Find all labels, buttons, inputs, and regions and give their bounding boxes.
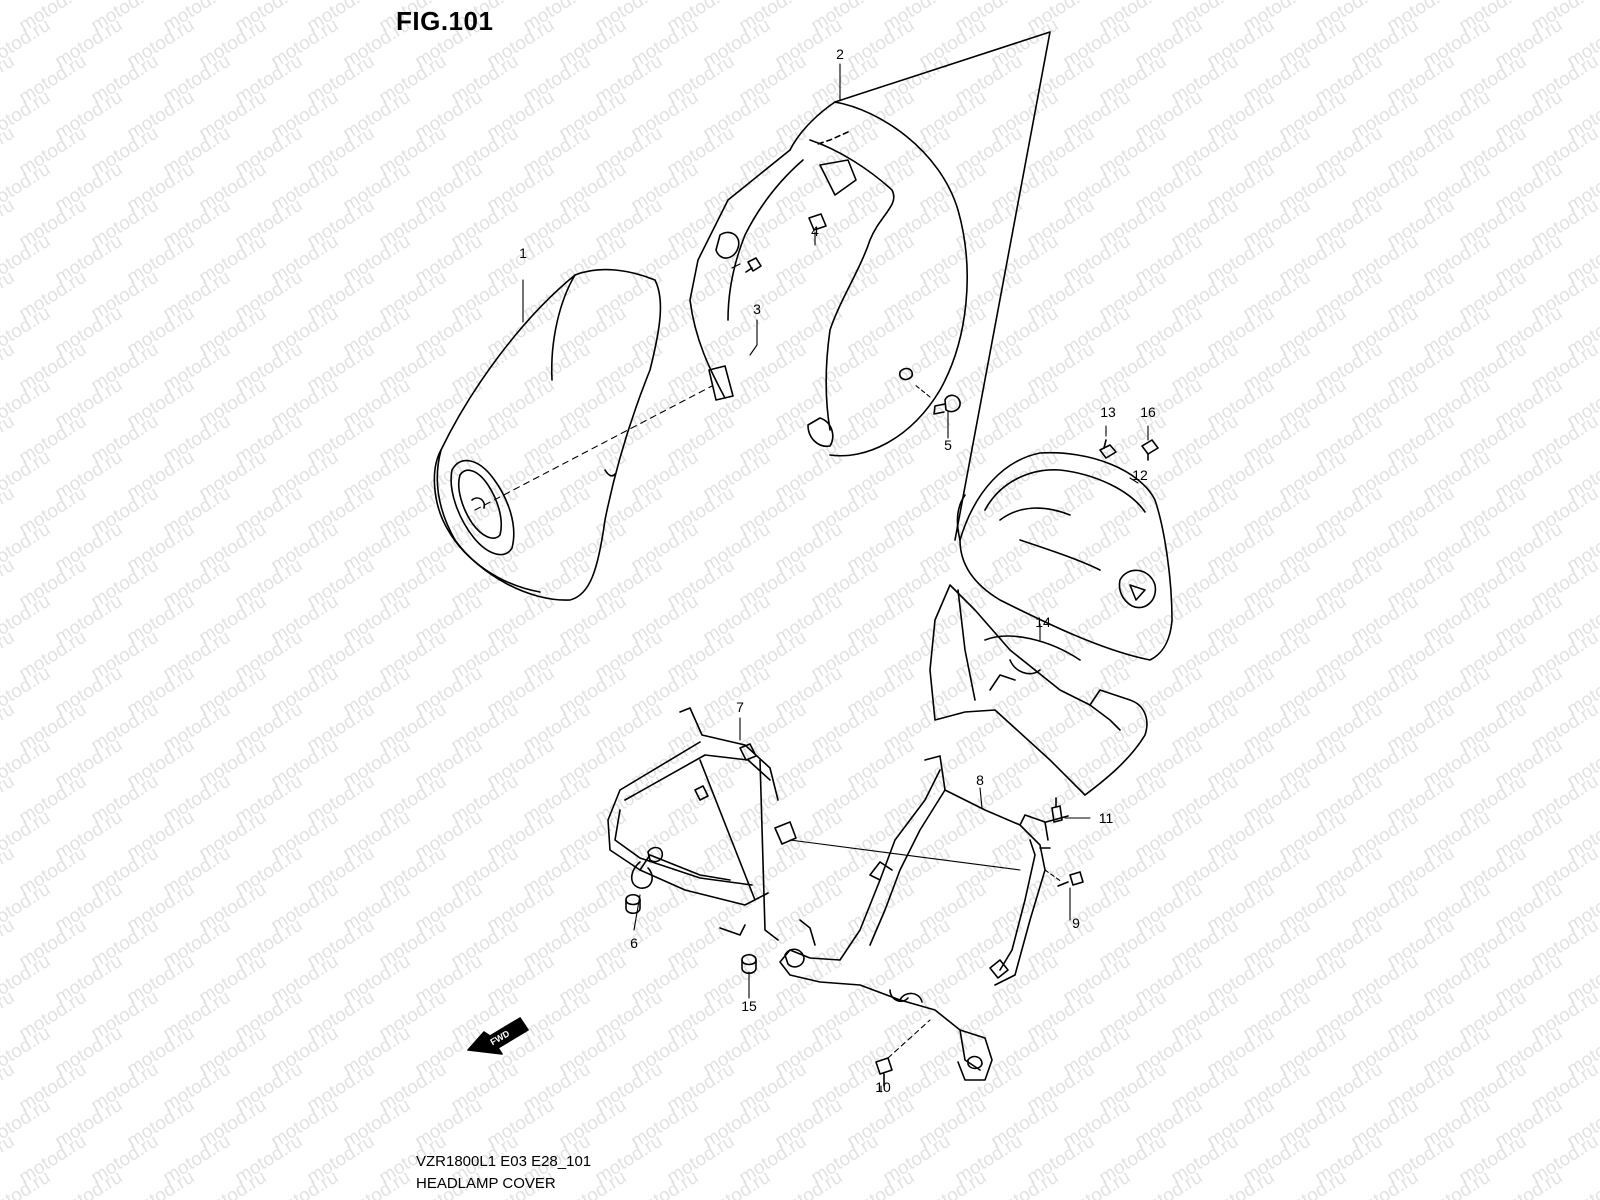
- callout-1: 1: [519, 245, 527, 261]
- alignment-lines-upper: [474, 385, 713, 511]
- callout-11: 11: [1099, 810, 1114, 826]
- callout-labels: 1 2 3 4 5 6 7 8 9 10 11 12 13 14 15 16: [519, 46, 1156, 1095]
- part-7-bracket-left: [607, 707, 797, 941]
- part-12-meter-cover: [956, 451, 1173, 661]
- part-16-nut: [1141, 439, 1159, 461]
- part-5-bolt: [913, 383, 961, 415]
- callout-8: 8: [976, 772, 984, 788]
- figure-title: FIG.101: [396, 6, 494, 36]
- part-1-headlamp-shell: [433, 268, 662, 601]
- part-15-grommet: [741, 953, 757, 975]
- model-code: VZR1800L1 E03 E28_101: [416, 1153, 592, 1170]
- callout-9: 9: [1072, 915, 1080, 931]
- part-9-bolt: [1057, 871, 1084, 887]
- fwd-arrow: FWD: [467, 1017, 529, 1055]
- callout-leaders: [522, 63, 1149, 1093]
- callout-14: 14: [1035, 614, 1051, 630]
- callout-7: 7: [736, 699, 744, 715]
- callout-10: 10: [875, 1079, 891, 1095]
- callout-2: 2: [836, 46, 844, 62]
- callout-15: 15: [741, 998, 757, 1014]
- part-8-main-bracket: [779, 755, 1051, 1081]
- section-name: HEADLAMP COVER: [416, 1175, 556, 1192]
- alignment-lines-lower: [789, 839, 1063, 883]
- callout-5: 5: [944, 437, 952, 453]
- part-2-headlamp-housing: [689, 31, 1051, 541]
- part-10-bolt: [875, 1019, 931, 1087]
- callout-3: 3: [753, 301, 761, 317]
- callout-12: 12: [1132, 467, 1148, 483]
- callout-4: 4: [811, 223, 819, 239]
- part-13-nut: [1099, 439, 1117, 459]
- callout-6: 6: [630, 935, 638, 951]
- callout-16: 16: [1140, 404, 1156, 420]
- callout-13: 13: [1100, 404, 1116, 420]
